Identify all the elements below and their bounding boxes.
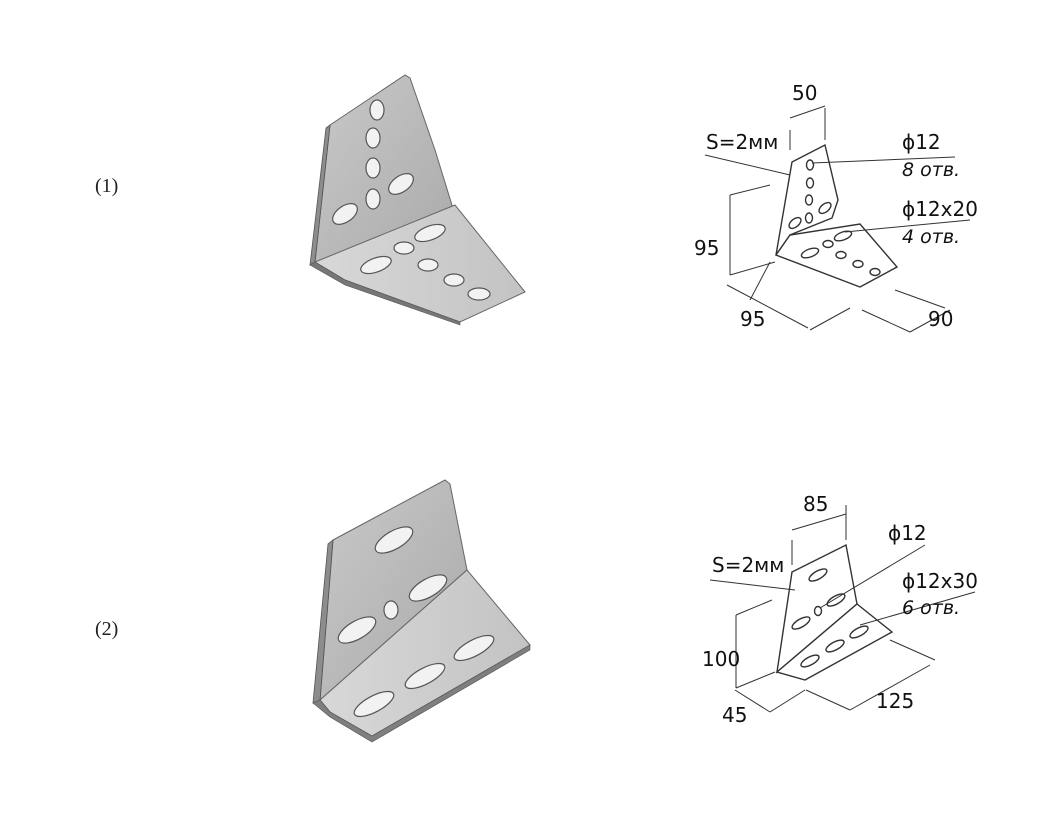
dim-length-2: 125 [876,689,914,713]
item-1-label: (1) [95,175,119,197]
bracket-2-render [312,479,531,743]
dim-depth-2: 45 [722,703,747,727]
hole-count-2b: 6 отв. [902,597,960,619]
bracket-2-sketch [709,505,976,713]
thickness-1: S=2мм [706,130,778,154]
hole-size-1a: ϕ12 [902,130,941,154]
dim-length-1: 90 [928,307,953,331]
thickness-2: S=2мм [712,553,784,577]
bracket-1-annotations: 50 S=2мм ϕ12 8 отв. ϕ12x20 4 отв. 95 95 … [694,81,978,331]
hole-count-1a: 8 отв. [902,159,960,181]
dim-height-1: 95 [694,236,719,260]
hole-count-1b: 4 отв. [902,226,960,248]
hole-size-2b: ϕ12x30 [902,569,978,593]
hole-size-1b: ϕ12x20 [902,197,978,221]
dim-top-width-2: 85 [803,492,828,516]
dim-top-width-1: 50 [792,81,817,105]
hole-size-2a: ϕ12 [888,521,927,545]
bracket-2-annotations: 85 S=2мм ϕ12 ϕ12x30 6 отв. 100 45 125 [702,492,978,727]
dim-depth-1: 95 [740,307,765,331]
dim-height-2: 100 [702,647,740,671]
bracket-1-sketch [704,105,971,333]
item-2-label: (2) [95,618,119,640]
bracket-1-render [309,74,526,326]
